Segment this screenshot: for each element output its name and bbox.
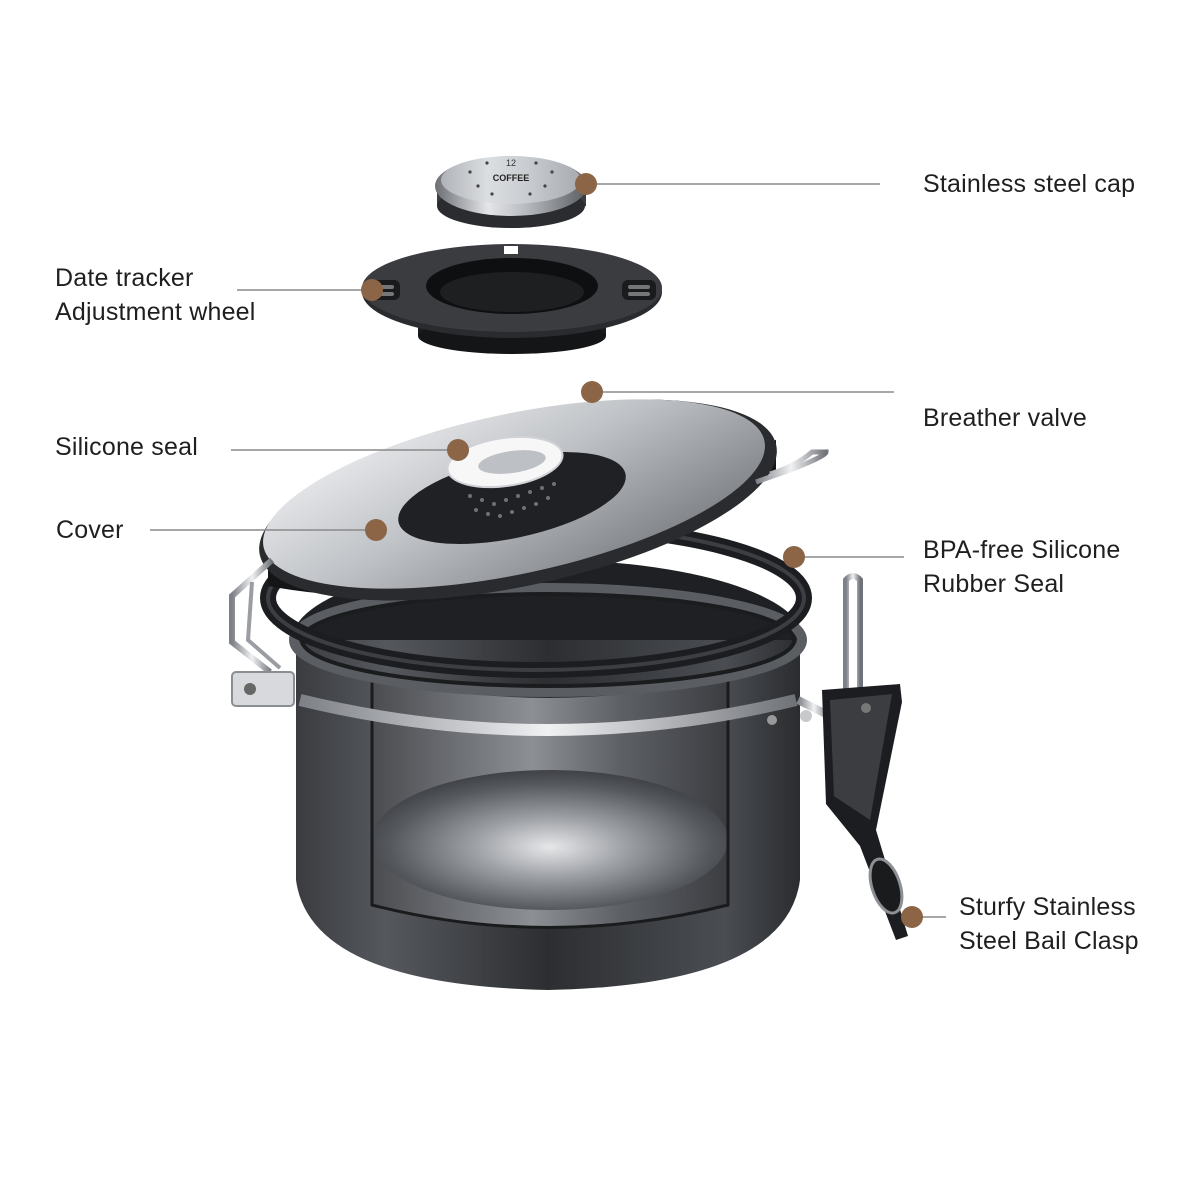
label-bail-clasp: Sturfy Stainless Steel Bail Clasp (959, 890, 1139, 958)
label-text: Stainless steel cap (923, 170, 1136, 198)
label-text-line2: Rubber Seal (923, 570, 1065, 598)
marker-date-wheel (361, 279, 383, 301)
lid-vent-holes (468, 482, 556, 518)
label-silicone-seal: Silicone seal (55, 430, 198, 464)
label-text: Silicone seal (55, 433, 198, 461)
bail-clasp (767, 573, 908, 940)
label-breather-valve: Breather valve (923, 401, 1087, 435)
marker-dots (361, 173, 923, 928)
label-cover: Cover (56, 513, 124, 547)
left-hinge (229, 557, 295, 707)
marker-breather-valve (581, 381, 603, 403)
label-text-line1: Sturfy Stainless (959, 893, 1136, 921)
marker-cap (575, 173, 597, 195)
silicone-seal-ring (446, 435, 564, 489)
label-bpa-free-seal: BPA-free Silicone Rubber Seal (923, 533, 1120, 601)
label-text: Cover (56, 516, 124, 544)
cap-dial-ticks (468, 161, 554, 196)
marker-rubber-seal (783, 546, 805, 568)
stainless-steel-cap: 12 COFFEE (435, 156, 587, 228)
marker-silicone-seal (447, 439, 469, 461)
canister-body (289, 560, 807, 990)
label-text-line2: Adjustment wheel (55, 298, 256, 326)
label-text-line1: BPA-free Silicone (923, 536, 1121, 564)
date-tracker-wheel (362, 244, 662, 354)
marker-cover (365, 519, 387, 541)
label-stainless-steel-cap: Stainless steel cap (923, 167, 1135, 201)
leader-lines (150, 183, 946, 918)
cap-brand-text: COFFEE (493, 173, 530, 183)
label-text: Breather valve (923, 404, 1087, 432)
label-date-tracker: Date tracker Adjustment wheel (55, 261, 256, 329)
label-text-line1: Date tracker (55, 264, 194, 292)
lid-handle (755, 449, 829, 485)
marker-bail-clasp (901, 906, 923, 928)
cap-dial-number: 12 (506, 158, 516, 168)
label-text-line2: Steel Bail Clasp (959, 927, 1139, 955)
